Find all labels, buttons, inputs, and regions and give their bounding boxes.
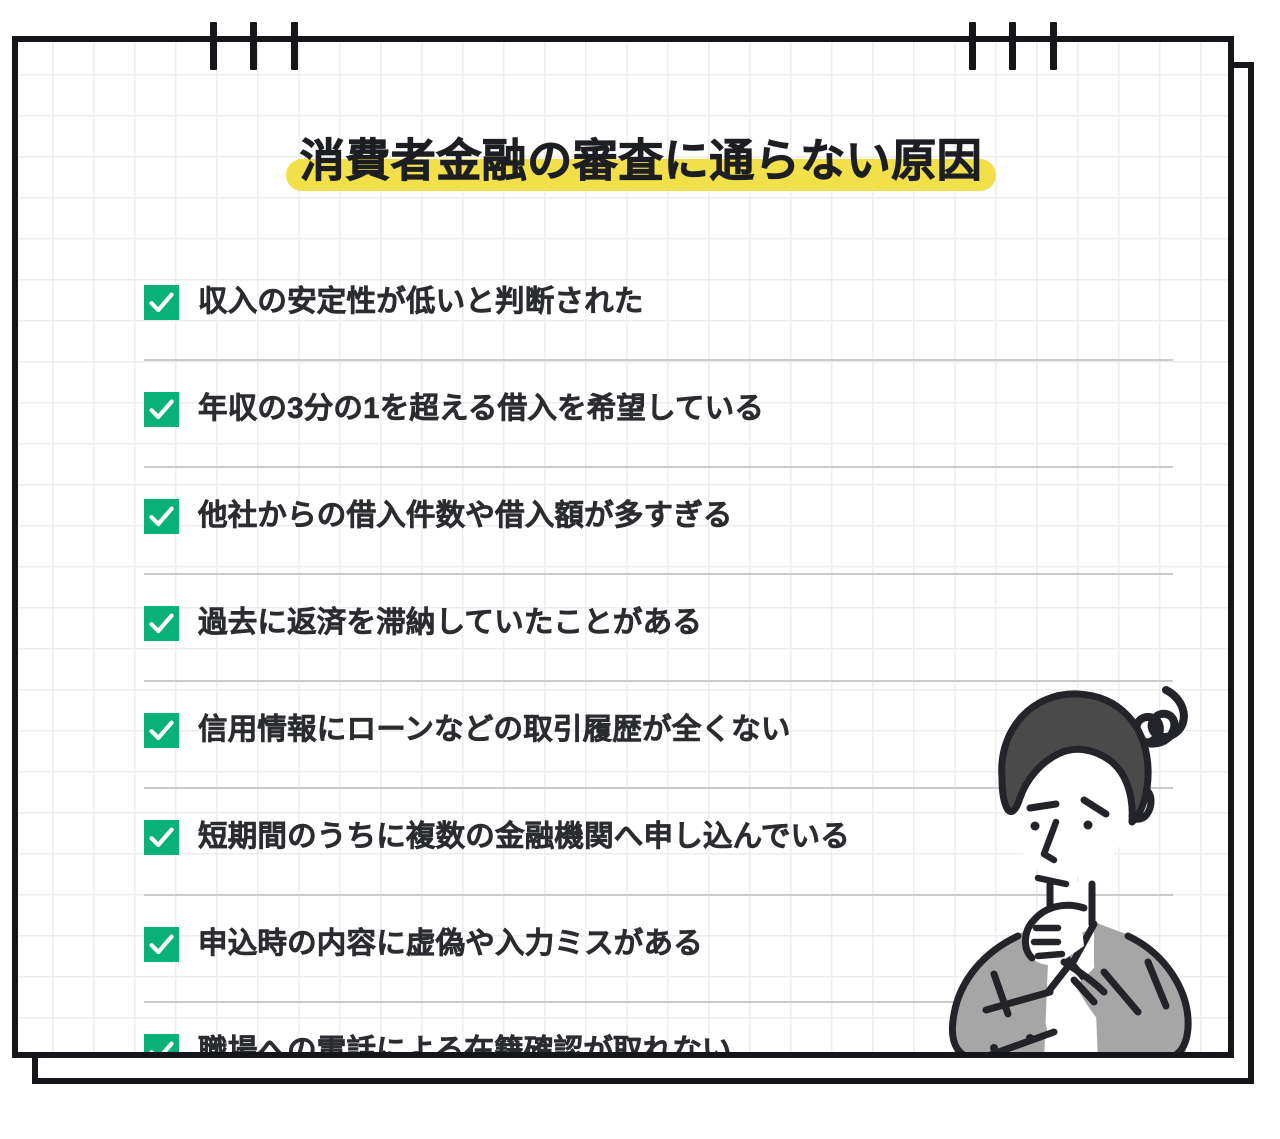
tick-mark [1050,22,1057,70]
list-item[interactable]: 過去に返済を滞納していたことがある [144,575,1174,682]
list-item-label: 過去に返済を滞納していたことがある [198,605,703,639]
tick-mark [969,22,976,70]
list-item-label: 収入の安定性が低いと判断された [198,284,644,318]
list-separator [144,359,1173,361]
check-square-icon [144,712,179,748]
list-item-label: 職場への電話による在籍確認が取れない [198,1033,732,1058]
list-separator [144,466,1173,468]
title-highlight-bar [285,158,997,191]
check-square-icon [144,1033,179,1052]
check-square-icon [144,284,179,320]
list-item[interactable]: 短期間のうちに複数の金融機関へ申し込んでいる [144,789,1174,896]
main-frame-panel: 消費者金融の審査に通らない原因 収入の安定性が低いと判断された [12,36,1234,1058]
tick-mark [210,22,217,70]
list-item[interactable]: 年収の3分の1を超える借入を希望している [144,361,1174,468]
check-square-icon [144,391,179,427]
list-separator [144,573,1173,575]
list-separator [144,680,1173,682]
list-item-label: 申込時の内容に虚偽や入力ミスがある [198,926,703,960]
list-separator [144,894,1173,896]
check-square-icon [144,819,179,855]
list-item[interactable]: 他社からの借入件数や借入額が多すぎる [144,468,1174,575]
confusion-spiral-icon [1124,686,1188,748]
page-title: 消費者金融の審査に通らない原因 [18,134,1228,191]
tick-mark [1009,22,1016,70]
check-square-icon [144,926,179,962]
page-title-text: 消費者金融の審査に通らない原因 [299,135,983,187]
check-square-icon [144,498,179,534]
list-item-label: 年収の3分の1を超える借入を希望している [198,391,765,425]
thinking-businessman-illustration [898,662,1228,1052]
list-item[interactable]: 信用情報にローンなどの取引履歴が全くない [144,682,1174,789]
reasons-checklist: 収入の安定性が低いと判断された 年収の3分の1を超える借入を希望している [144,254,1174,1058]
list-item[interactable]: 申込時の内容に虚偽や入力ミスがある [144,896,1174,1003]
list-item[interactable]: 職場への電話による在籍確認が取れない [144,1003,1174,1058]
list-item[interactable]: 収入の安定性が低いと判断された [144,254,1174,361]
list-separator [144,787,1173,789]
list-item-label: 短期間のうちに複数の金融機関へ申し込んでいる [198,819,850,853]
tick-mark [250,22,257,70]
list-item-label: 信用情報にローンなどの取引履歴が全くない [198,712,791,746]
tick-mark [291,22,298,70]
list-separator [144,1001,1173,1003]
check-square-icon [144,605,179,641]
list-item-label: 他社からの借入件数や借入額が多すぎる [198,498,733,532]
